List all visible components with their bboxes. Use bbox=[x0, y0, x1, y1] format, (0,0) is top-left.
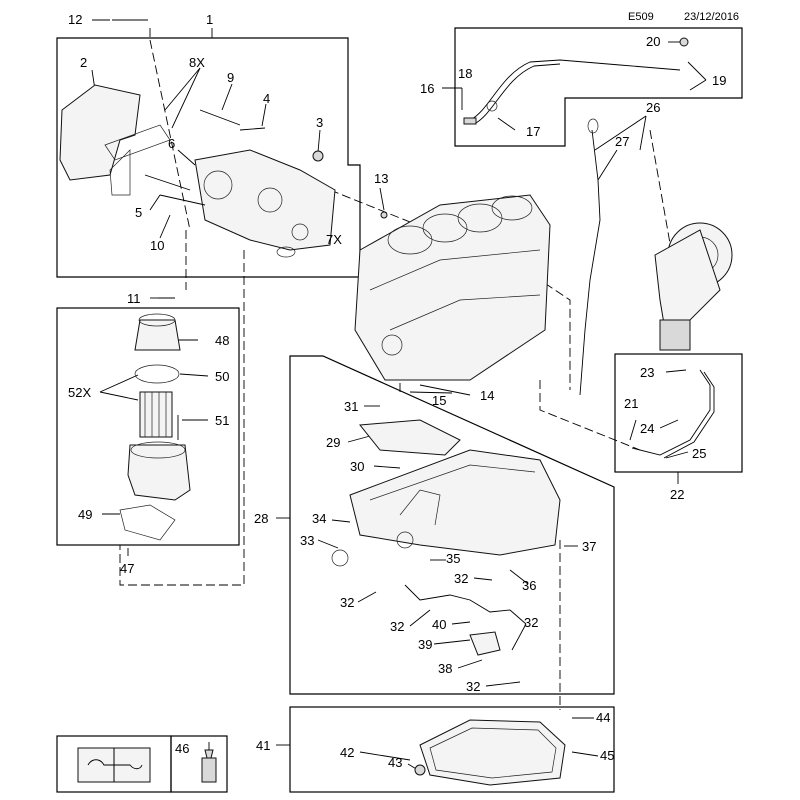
callout: 30 bbox=[350, 459, 364, 474]
callout: 39 bbox=[418, 637, 432, 652]
callout: 47 bbox=[120, 561, 134, 576]
seal-ring-33 bbox=[331, 549, 349, 567]
callout: 18 bbox=[458, 66, 472, 81]
callout: 6 bbox=[168, 136, 175, 151]
callout: 11 bbox=[127, 291, 141, 306]
callout: 48 bbox=[215, 333, 229, 348]
callout: 38 bbox=[438, 661, 452, 676]
box-engine-front bbox=[56, 37, 361, 278]
callout: 32 bbox=[466, 679, 480, 694]
callout: 12 bbox=[68, 12, 82, 27]
callout: 51 bbox=[215, 413, 229, 428]
callout: 52X bbox=[68, 385, 91, 400]
cover-plate bbox=[59, 84, 141, 181]
bolt-9 bbox=[199, 109, 241, 126]
plug-3 bbox=[312, 150, 324, 162]
callout: 16 bbox=[420, 81, 434, 96]
bolt-5 bbox=[144, 174, 191, 191]
dowel-13 bbox=[380, 211, 388, 219]
gasket-strip bbox=[104, 124, 171, 196]
box-dipstick bbox=[454, 27, 743, 147]
callout: 32 bbox=[340, 595, 354, 610]
callout-labels: 12 1 2 8X 9 4 3 6 5 10 7X 13 11 16 18 17… bbox=[68, 12, 726, 770]
box-turbo-pipe bbox=[614, 353, 743, 473]
dipstick-handle bbox=[587, 118, 599, 134]
callout: 34 bbox=[312, 511, 326, 526]
callout: 32 bbox=[524, 615, 538, 630]
diagram-code: E509 bbox=[628, 11, 654, 23]
callout: 42 bbox=[340, 745, 354, 760]
engine-block bbox=[354, 194, 551, 381]
box-oil-pan-upper bbox=[289, 355, 615, 695]
callout: 24 bbox=[640, 421, 654, 436]
oil-filter-assembly bbox=[119, 313, 191, 541]
upper-oil-pan bbox=[349, 419, 561, 556]
lower-oil-pan bbox=[414, 719, 566, 786]
callout: 17 bbox=[526, 124, 540, 139]
manual-book-wrench-icon bbox=[77, 747, 151, 783]
callout: 22 bbox=[670, 487, 684, 502]
sealant-tube-icon bbox=[201, 742, 217, 783]
box-oil-filter bbox=[56, 307, 240, 546]
callout: 37 bbox=[582, 539, 596, 554]
callout: 41 bbox=[256, 738, 270, 753]
callout: 44 bbox=[596, 710, 610, 725]
callout: 31 bbox=[344, 399, 358, 414]
callout: 32 bbox=[454, 571, 468, 586]
leader-lines bbox=[91, 19, 707, 771]
callout: 49 bbox=[78, 507, 92, 522]
callout: 2 bbox=[80, 55, 87, 70]
callout: 20 bbox=[646, 34, 660, 49]
callout: 13 bbox=[374, 171, 388, 186]
callout: 10 bbox=[150, 238, 164, 253]
turbocharger bbox=[654, 222, 733, 351]
callout: 36 bbox=[522, 578, 536, 593]
callout: 35 bbox=[446, 551, 460, 566]
callout: 9 bbox=[227, 70, 234, 85]
dashed-connectors bbox=[119, 28, 681, 710]
diagram-date: 23/12/2016 bbox=[684, 11, 739, 23]
callout: 19 bbox=[712, 73, 726, 88]
callout: 27 bbox=[615, 134, 629, 149]
callout: 25 bbox=[692, 446, 706, 461]
box-legend-sealant bbox=[170, 735, 228, 793]
callout: 3 bbox=[316, 115, 323, 130]
callout: 23 bbox=[640, 365, 654, 380]
callout: 32 bbox=[390, 619, 404, 634]
bolt-4 bbox=[239, 127, 266, 131]
callout: 14 bbox=[480, 388, 494, 403]
callout: 15 bbox=[432, 393, 446, 408]
callout: 4 bbox=[263, 91, 270, 106]
callout: 50 bbox=[215, 369, 229, 384]
callout: 45 bbox=[600, 748, 614, 763]
box-oil-pan-lower bbox=[289, 706, 615, 793]
bolt-10 bbox=[159, 194, 206, 206]
callout: 43 bbox=[388, 755, 402, 770]
front-cover bbox=[194, 149, 336, 258]
callout: 1 bbox=[206, 12, 213, 27]
oil-pickup-pipe bbox=[404, 584, 511, 613]
callout: 46 bbox=[175, 741, 189, 756]
callout: 33 bbox=[300, 533, 314, 548]
callout: 26 bbox=[646, 100, 660, 115]
turbo-oil-pipe bbox=[631, 369, 711, 456]
callout: 5 bbox=[135, 205, 142, 220]
oil-pump-39 bbox=[469, 631, 501, 656]
callout: 21 bbox=[624, 396, 638, 411]
callout: 8X bbox=[189, 55, 205, 70]
dipstick bbox=[579, 129, 601, 396]
callout: 28 bbox=[254, 511, 268, 526]
dipstick-tube bbox=[463, 37, 689, 125]
callout: 40 bbox=[432, 617, 446, 632]
callout: 29 bbox=[326, 435, 340, 450]
callout: 7X bbox=[326, 232, 342, 247]
